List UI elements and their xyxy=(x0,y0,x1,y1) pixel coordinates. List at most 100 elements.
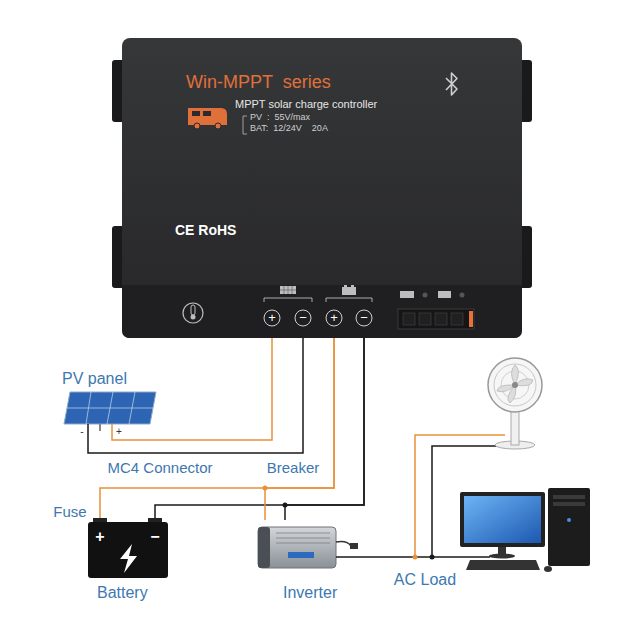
controller-housing xyxy=(122,285,522,338)
fan-figure xyxy=(495,441,535,449)
inverter: Inverter xyxy=(250,520,360,607)
fan-figure xyxy=(512,382,518,388)
charge-controller: Win-MPPT seriesMPPT solar charge control… xyxy=(112,38,532,338)
load-label: AC Load xyxy=(394,571,456,589)
inverter-symbol xyxy=(258,527,358,568)
controller-housing xyxy=(512,226,532,288)
wire-connector xyxy=(100,338,364,518)
wire-connector xyxy=(88,338,303,453)
controller-housing xyxy=(122,38,522,338)
wire xyxy=(88,338,303,453)
wire xyxy=(112,338,272,440)
solar-panel xyxy=(99,424,101,431)
bluetooth-icon xyxy=(446,73,457,95)
component-label: Inverter xyxy=(283,584,337,602)
inverter-symbol xyxy=(350,543,358,549)
battery: Battery xyxy=(60,518,180,607)
indicator-panel xyxy=(435,313,447,325)
computer-figure xyxy=(489,554,515,559)
polarity-sign: - xyxy=(80,426,83,437)
terminal-icons xyxy=(280,286,296,294)
indicator-panel xyxy=(403,313,415,325)
ac-wires xyxy=(283,503,288,508)
spec-line: PV : 55V/max xyxy=(250,112,310,122)
solar-panel xyxy=(64,392,156,424)
terminal-icons xyxy=(351,285,354,287)
ac-wires xyxy=(263,435,506,560)
fan-figure xyxy=(488,358,542,412)
rv-icon xyxy=(215,123,221,129)
computer-figure xyxy=(466,560,540,570)
rv-icon xyxy=(192,111,200,116)
battery-symbol xyxy=(120,544,137,573)
terminal-icons xyxy=(342,287,356,295)
computer-figure xyxy=(553,502,585,506)
battery-symbol xyxy=(148,518,162,523)
computer-figure xyxy=(498,547,506,555)
indicator-panel xyxy=(400,291,414,298)
bluetooth-icon xyxy=(446,73,457,95)
spec-bracket xyxy=(243,116,247,134)
computer-figure xyxy=(464,496,541,543)
ac-wires xyxy=(263,486,268,491)
controller-housing xyxy=(112,38,532,338)
computer-figure xyxy=(460,488,590,572)
terminal-icons xyxy=(264,285,372,326)
controller-housing xyxy=(112,60,132,122)
polarity-sign: + xyxy=(116,426,122,437)
terminal-icons xyxy=(344,285,347,287)
polarity-sign: − xyxy=(150,528,159,546)
temperature-icon xyxy=(183,303,203,323)
pv-panel: PV panel xyxy=(55,366,155,424)
inverter-symbol xyxy=(258,527,336,568)
fan-figure xyxy=(497,365,533,403)
terminal-icons xyxy=(280,286,296,294)
wire xyxy=(285,338,364,520)
ac-wires xyxy=(413,555,418,560)
terminal-sign: − xyxy=(299,311,307,325)
temperature-icon xyxy=(191,305,195,315)
inverter-symbol xyxy=(336,542,351,547)
ac-wires xyxy=(415,435,505,557)
fan-figure xyxy=(501,371,529,399)
controller-housing xyxy=(112,226,132,288)
fan-figure xyxy=(494,364,536,406)
computer-figure xyxy=(567,518,571,522)
temperature-icon xyxy=(191,315,196,320)
controller-housing xyxy=(512,60,532,122)
inverter-symbol xyxy=(288,552,314,558)
battery-symbol xyxy=(93,518,107,523)
terminal-sign: + xyxy=(268,311,276,325)
temperature-icon xyxy=(183,303,203,323)
indicator-panel xyxy=(469,311,473,327)
ac-wires xyxy=(432,446,500,557)
wire-connector xyxy=(265,338,364,520)
cert-mark: CE RoHS xyxy=(175,222,236,238)
indicator-panel xyxy=(423,293,428,298)
wire xyxy=(155,338,364,518)
series-title: Win-MPPT series xyxy=(186,72,331,93)
solar-panel xyxy=(67,392,153,424)
spec-bracket xyxy=(243,116,247,134)
terminal-icons xyxy=(264,298,372,302)
wire xyxy=(265,338,334,520)
computer-figure xyxy=(544,566,552,572)
terminal-sign: − xyxy=(360,311,368,325)
spec-line: BAT: 12/24V 20A xyxy=(250,123,328,133)
rv-icon xyxy=(188,108,227,125)
indicator-panel xyxy=(419,313,431,325)
indicator-panel xyxy=(451,313,463,325)
component-label: PV panel xyxy=(62,370,127,388)
terminal-icons xyxy=(356,310,372,326)
computer-figure xyxy=(548,488,590,566)
indicator-panel xyxy=(398,309,474,329)
fan-figure xyxy=(488,358,542,449)
terminal-icons xyxy=(295,310,311,326)
wire xyxy=(100,338,334,518)
ac-wires xyxy=(336,556,490,558)
indicator-panel xyxy=(460,293,465,298)
component-label: Battery xyxy=(97,584,148,602)
computer-figure xyxy=(460,492,545,547)
product-name: MPPT solar charge controller xyxy=(235,98,377,111)
fan-figure xyxy=(511,408,519,445)
